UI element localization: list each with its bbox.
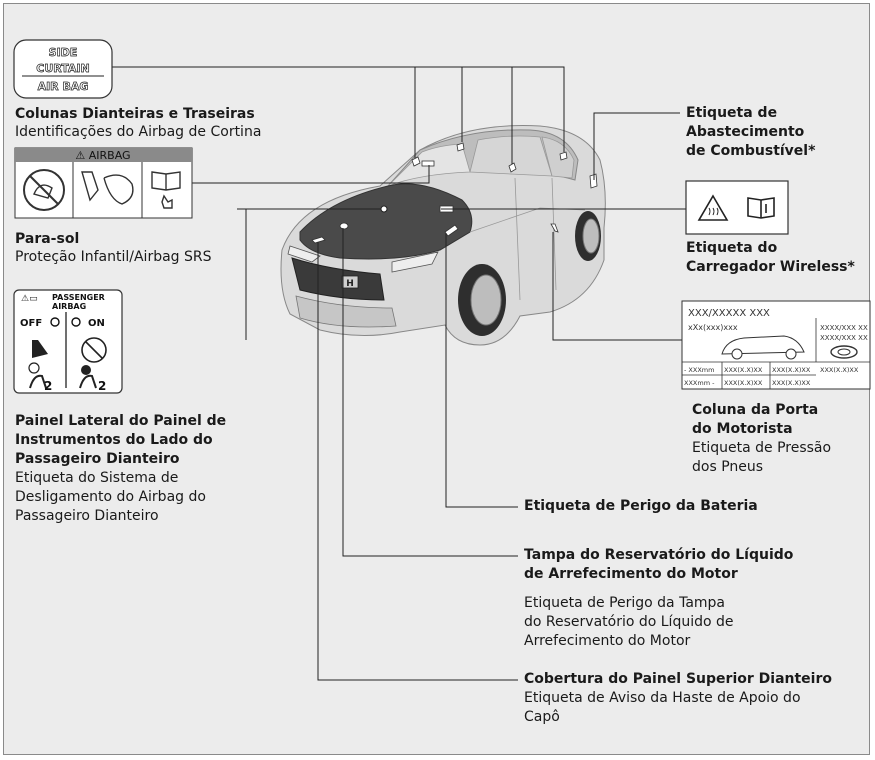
tire-row1-col1: - XXXmm [684,366,714,374]
tire-label-right-2: XXXX/XXX XX [820,334,868,342]
car-illustration: H [280,125,606,346]
front-panel-title: Cobertura do Painel Superior Dianteiro [524,671,832,687]
dashboard-title-3: Passageiro Dianteiro [15,451,180,467]
battery-title: Etiqueta de Perigo da Bateria [524,498,758,514]
sticker-line-2: CURTAIN [36,62,89,75]
car-outline-icon [721,335,805,355]
coolant-title-1: Tampa do Reservatório do Líquido [524,547,794,563]
front-panel-desc-2: Capô [524,709,560,725]
pillars-description: Identificações do Airbag de Cortina [15,124,262,140]
airbag-label-header: ⚠ AIRBAG [75,149,130,162]
passenger-airbag-label: ⚠▭ PASSENGER AIRBAG OFF ON 2 2 [13,289,123,394]
wireless-charger-label [685,180,789,235]
off-text: OFF [20,318,42,329]
car-brand-badge: H [346,279,354,289]
dashboard-desc-2: Desligamento do Airbag do [15,489,206,505]
child-seat-icon [32,340,48,358]
no-airbag-icon [81,337,107,363]
driver-door-title-2: do Motorista [692,421,793,437]
dashboard-title-2: Instrumentos do Lado do [15,432,213,448]
driver-door-desc-2: dos Pneus [692,459,764,475]
coolant-desc-3: Arrefecimento do Motor [524,633,691,649]
tire-label-sub: xXx(xxx)xxx [688,323,738,332]
sunvisor-description: Proteção Infantil/Airbag SRS [15,249,212,265]
coolant-desc-1: Etiqueta de Perigo da Tampa [524,595,726,611]
hot-surface-warning-icon [697,194,729,221]
front-panel-desc-1: Etiqueta de Aviso da Haste de Apoio do [524,690,801,706]
sticker-line-3: AIR BAG [38,80,89,93]
passenger-label-title-1: PASSENGER [52,293,105,302]
tire-row2-col2: XXX(X.X)XX [724,379,763,387]
leader-lines [112,66,686,681]
wireless-title-2: Carregador Wireless* [686,259,855,275]
rear-passenger-icon-right [79,365,97,389]
coolant-desc-2: do Reservatório do Líquido de [524,614,734,630]
tire-row2-col1: XXXmm - [684,379,715,387]
spare-tire-icon [830,345,858,359]
dashboard-desc-1: Etiqueta do Sistema de [15,470,179,486]
tire-row1-col2: XXX(X.X)XX [724,366,763,374]
fuel-title-3: de Combustível* [686,143,816,159]
tire-pressure-label: XXX/XXXXX XXX xXx(xxx)xxx XXXX/XXX XX XX… [681,300,871,390]
coolant-title-2: de Arrefecimento do Motor [524,566,738,582]
wireless-title-1: Etiqueta do [686,240,778,256]
passenger-label-title-2: AIRBAG [52,302,86,311]
driver-door-desc-1: Etiqueta de Pressão [692,440,832,456]
sticker-line-1: SIDE [49,46,78,59]
tire-row1-col3: XXX(X.X)XX [772,366,811,374]
on-text: ON [88,318,105,329]
fuel-title-2: Abastecimento [686,124,805,140]
pillars-title: Colunas Dianteiras e Traseiras [15,106,255,122]
wireless-manual-icon [747,197,775,219]
airbag-deploy-icon [81,171,134,205]
dashboard-desc-3: Passageiro Dianteiro [15,508,159,524]
warning-manual-icon: ⚠▭ [21,294,38,304]
on-indicator-icon [71,317,81,327]
sunvisor-title: Para-sol [15,231,80,247]
tire-label-right-1: XXXX/XXX XX [820,324,868,332]
airbag-label: ⚠ AIRBAG [14,147,193,219]
no-child-seat-icon [23,169,65,211]
off-indicator-icon [50,317,60,327]
dashboard-title-1: Painel Lateral do Painel de [15,413,227,429]
passenger-count-left: 2 [44,379,52,393]
driver-door-title-1: Coluna da Porta [692,402,819,418]
manual-book-icon [151,171,181,209]
tire-row2-col3: XXX(X.X)XX [772,379,811,387]
tire-label-code: XXX/XXXXX XXX [688,308,770,319]
rear-passenger-icon-left [28,362,47,389]
fuel-title-1: Etiqueta de [686,105,778,121]
tire-row1-col4: XXX(X.X)XX [820,366,859,374]
passenger-count-right: 2 [98,379,106,393]
side-curtain-airbag-sticker: SIDE CURTAIN AIR BAG [13,39,113,99]
